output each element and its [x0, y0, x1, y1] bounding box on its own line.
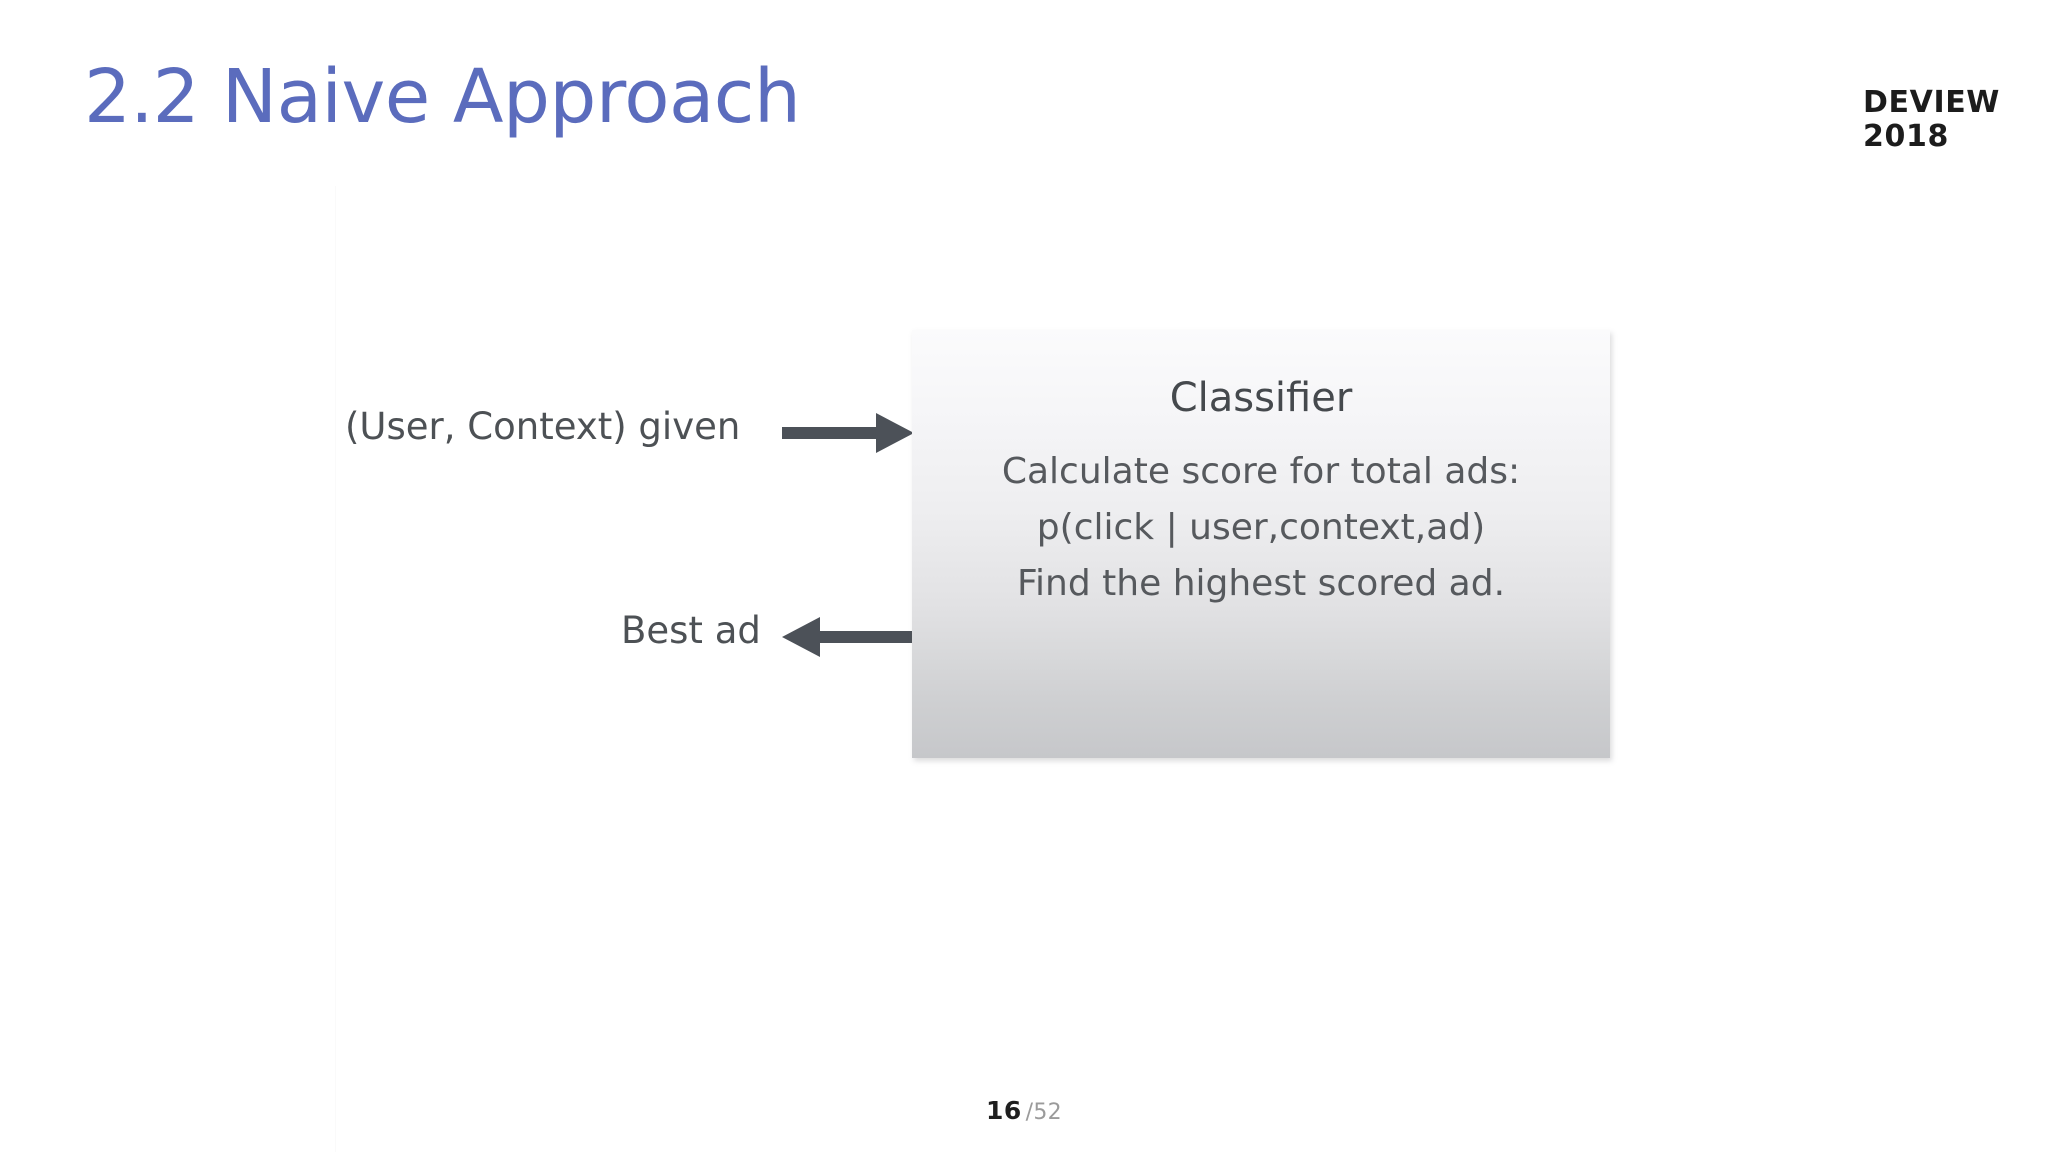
title-section-number: 2.2 — [84, 54, 200, 140]
classifier-line-2: p(click | user,context,ad) — [1036, 506, 1486, 548]
arrow-left-icon — [782, 617, 914, 657]
page-title: 2.2 Naive Approach — [84, 57, 801, 138]
classifier-box-content: Classifier Calculate score for total ads… — [912, 378, 1610, 611]
classifier-heading: Classifier — [1169, 375, 1353, 421]
deview-logo-name: DEVIEW — [1863, 85, 2000, 120]
classifier-line-1: Calculate score for total ads: — [1001, 451, 1521, 492]
total-page-count: /52 — [1025, 1100, 1062, 1125]
current-page-number: 16 — [986, 1096, 1022, 1125]
output-label: Best ad — [621, 609, 761, 652]
arrow-right-icon — [782, 413, 914, 453]
input-label: (User, Context) given — [345, 405, 741, 448]
classifier-box: Classifier Calculate score for total ads… — [912, 330, 1610, 758]
deview-logo: DEVIEW 2018 — [1863, 86, 2000, 153]
content-area-divider — [335, 186, 336, 1152]
title-text: Naive Approach — [221, 54, 801, 140]
page-indicator: 16 /52 — [0, 1096, 2048, 1125]
classifier-line-3: Find the highest scored ad. — [1016, 562, 1506, 604]
deview-logo-year: 2018 — [1863, 118, 1949, 154]
